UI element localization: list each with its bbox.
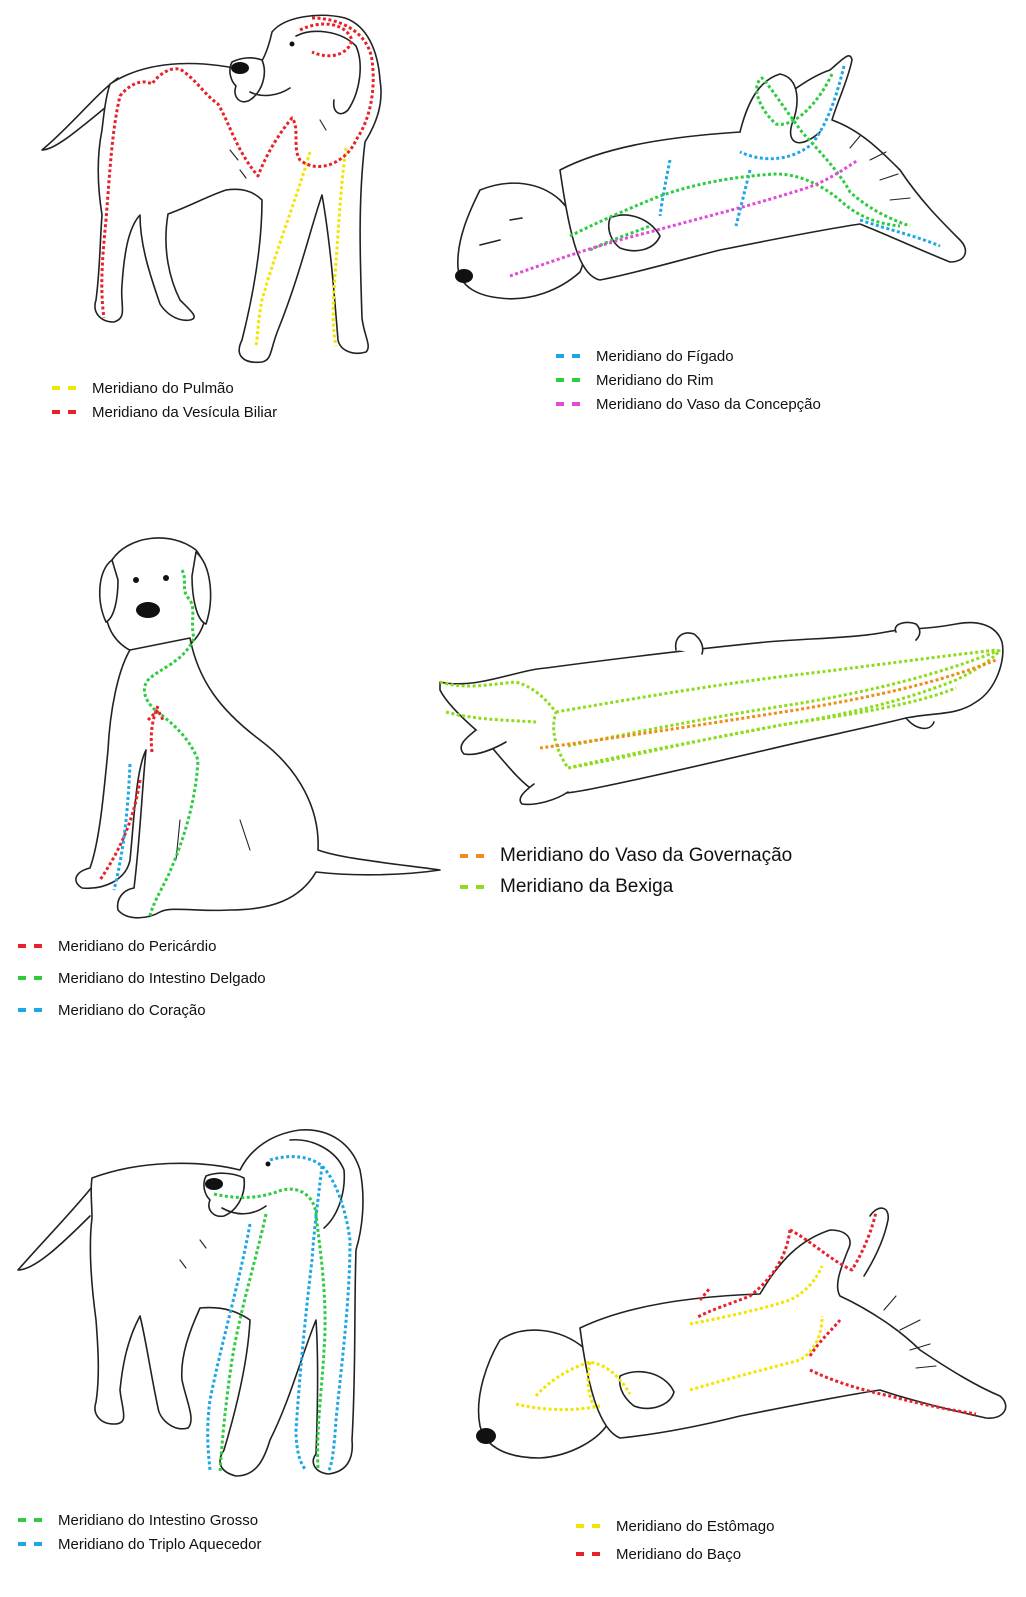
legend-pericardium-small-intestine-heart: Meridiano do Pericárdio Meridiano do Int… — [18, 930, 266, 1026]
panel-lying-dog-stomach-spleen: Meridiano do Estômago Meridiano do Baço — [460, 1200, 1026, 1597]
legend-item: Meridiano do Pulmão — [52, 376, 277, 400]
legend-item: Meridiano da Bexiga — [460, 871, 792, 902]
legend-item: Meridiano do Vaso da Concepção — [556, 392, 821, 416]
dashed-line-swatch-icon — [460, 885, 484, 889]
panel-lying-dog-liver-kidney: Meridiano do Fígado Meridiano do Rim Mer… — [440, 40, 1026, 440]
dashed-line-swatch-icon — [18, 944, 42, 948]
dashed-line-swatch-icon — [18, 1518, 42, 1522]
legend-item: Meridiano do Estômago — [576, 1512, 774, 1540]
dashed-line-swatch-icon — [18, 1542, 42, 1546]
legend-item: Meridiano do Intestino Delgado — [18, 962, 266, 994]
legend-large-intestine-triple-heater: Meridiano do Intestino Grosso Meridiano … — [18, 1508, 261, 1556]
legend-label: Meridiano do Vaso da Concepção — [596, 396, 821, 413]
dashed-line-swatch-icon — [52, 410, 76, 414]
legend-label: Meridiano do Pericárdio — [58, 938, 216, 955]
legend-stomach-spleen: Meridiano do Estômago Meridiano do Baço — [576, 1512, 774, 1568]
legend-label: Meridiano da Vesícula Biliar — [92, 404, 277, 421]
legend-label: Meridiano do Intestino Grosso — [58, 1512, 258, 1529]
panel-prone-dog-bladder: Meridiano do Vaso da Governação Meridian… — [436, 620, 1026, 910]
legend-item: Meridiano do Rim — [556, 368, 821, 392]
legend-label: Meridiano do Pulmão — [92, 380, 234, 397]
dashed-line-swatch-icon — [556, 378, 580, 382]
panel-sitting-dog-heart: Meridiano do Pericárdio Meridiano do Int… — [0, 520, 450, 1040]
dashed-line-swatch-icon — [576, 1524, 600, 1528]
legend-item: Meridiano do Pericárdio — [18, 930, 266, 962]
dashed-line-swatch-icon — [18, 1008, 42, 1012]
dashed-line-swatch-icon — [556, 354, 580, 358]
legend-item: Meridiano da Vesícula Biliar — [52, 400, 277, 424]
legend-label: Meridiano do Coração — [58, 1002, 206, 1019]
legend-lung-gallbladder: Meridiano do Pulmão Meridiano da Vesícul… — [52, 376, 277, 424]
standing-dog-illustration — [0, 0, 420, 440]
legend-item: Meridiano do Triplo Aquecedor — [18, 1532, 261, 1556]
panel-standing-dog-large-intestine: Meridiano do Intestino Grosso Meridiano … — [0, 1120, 420, 1597]
legend-label: Meridiano do Baço — [616, 1546, 741, 1563]
dashed-line-swatch-icon — [52, 386, 76, 390]
legend-label: Meridiano da Bexiga — [500, 876, 673, 898]
panel-standing-dog-lung-gallbladder: Meridiano do Pulmão Meridiano da Vesícul… — [0, 0, 420, 440]
legend-item: Meridiano do Intestino Grosso — [18, 1508, 261, 1532]
dashed-line-swatch-icon — [460, 854, 484, 858]
legend-liver-kidney-conception: Meridiano do Fígado Meridiano do Rim Mer… — [556, 344, 821, 416]
legend-item: Meridiano do Fígado — [556, 344, 821, 368]
legend-item: Meridiano do Coração — [18, 994, 266, 1026]
legend-label: Meridiano do Rim — [596, 372, 714, 389]
legend-governing-bladder: Meridiano do Vaso da Governação Meridian… — [460, 840, 792, 902]
legend-label: Meridiano do Intestino Delgado — [58, 970, 266, 987]
dashed-line-swatch-icon — [556, 402, 580, 406]
legend-label: Meridiano do Triplo Aquecedor — [58, 1536, 261, 1553]
legend-label: Meridiano do Fígado — [596, 348, 734, 365]
legend-label: Meridiano do Estômago — [616, 1518, 774, 1535]
legend-item: Meridiano do Baço — [576, 1540, 774, 1568]
dashed-line-swatch-icon — [576, 1552, 600, 1556]
legend-item: Meridiano do Vaso da Governação — [460, 840, 792, 871]
dashed-line-swatch-icon — [18, 976, 42, 980]
legend-label: Meridiano do Vaso da Governação — [500, 845, 792, 867]
